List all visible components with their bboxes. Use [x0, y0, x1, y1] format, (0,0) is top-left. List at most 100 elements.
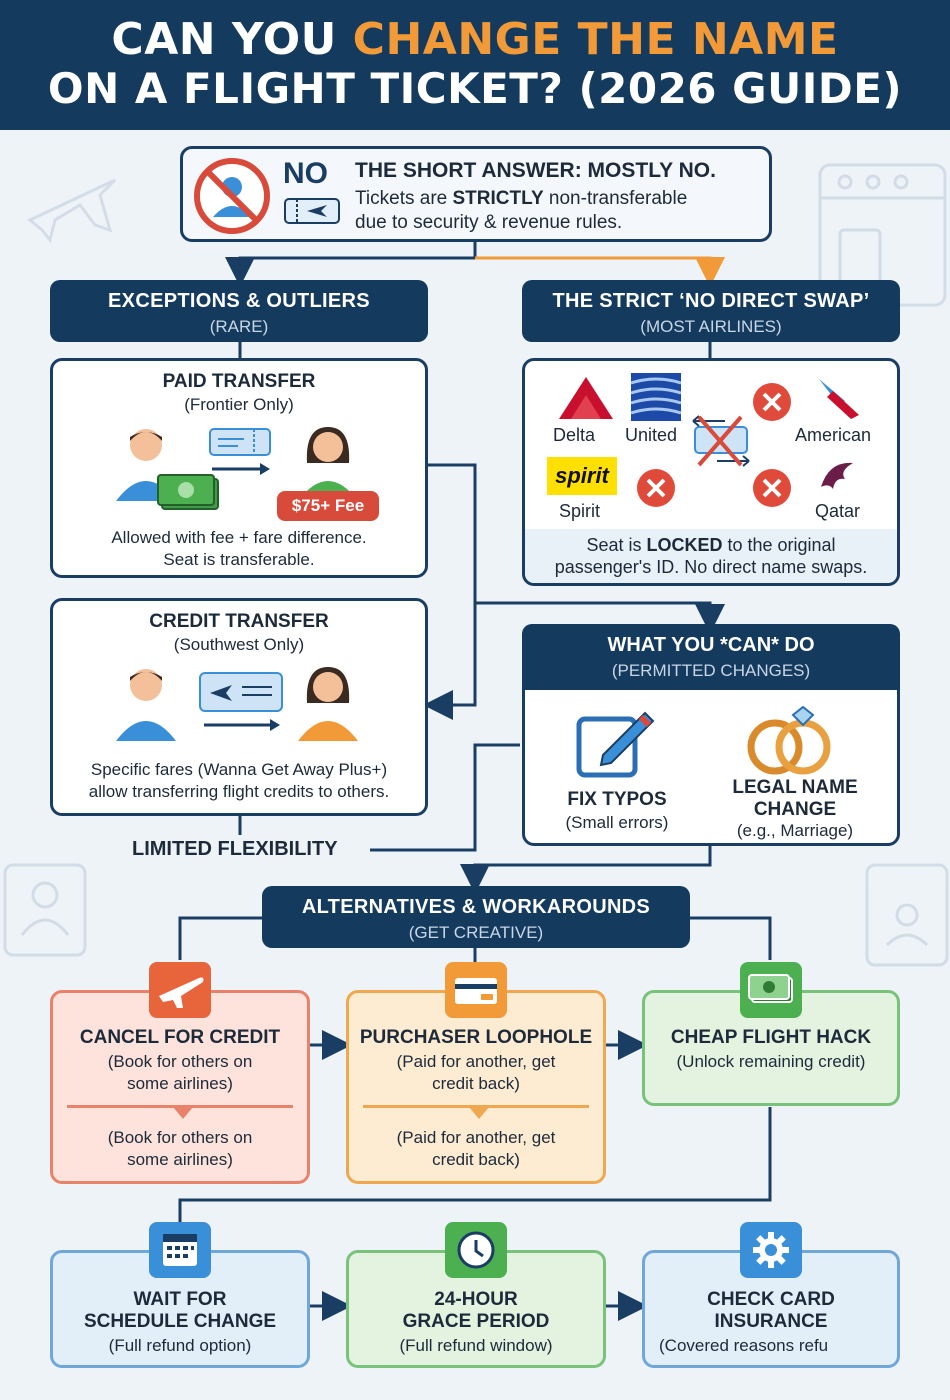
strict-line-2: passenger's ID. No direct name swaps.: [554, 557, 868, 577]
person-male-icon: [116, 669, 176, 741]
x-icon: [637, 469, 675, 507]
exceptions-title: EXCEPTIONS & OUTLIERS: [108, 290, 370, 312]
money-badge: [740, 962, 802, 1018]
money-icon: [748, 974, 793, 1003]
wait-schedule-title-2: SCHEDULE CHANGE: [83, 1311, 277, 1332]
no-badge: NO: [283, 157, 328, 190]
plane-icon: [159, 977, 204, 1008]
cancel-for-credit-title: CANCEL FOR CREDIT: [79, 1027, 281, 1048]
purchaser-loophole-card: PURCHASER LOOPHOLE (Paid for another, ge…: [346, 990, 606, 1184]
header-line-2: ON A FLIGHT TICKET? (2026 GUIDE): [47, 64, 903, 113]
fix-typos-title: FIX TYPOS: [567, 789, 667, 810]
strict-subtitle: (MOST AIRLINES): [640, 317, 782, 336]
person-female-icon: [298, 667, 358, 741]
card-insurance-title-1: CHECK CARD: [707, 1289, 835, 1310]
delta-logo-icon: [559, 377, 613, 419]
grace-period-title-1: 24-HOUR: [434, 1289, 518, 1310]
cancel-for-credit-sub-2: some airlines): [127, 1074, 233, 1093]
airline-delta: Delta: [553, 425, 596, 445]
strict-card: Delta United American spirit Spirit Qata…: [522, 358, 900, 586]
cancel-for-credit-sub-1: (Book for others on: [107, 1052, 253, 1071]
purchaser-loophole-sub-3: (Paid for another, get: [396, 1128, 556, 1147]
x-icon: [753, 383, 791, 421]
strict-header: THE STRICT ‘NO DIRECT SWAP’ (MOST AIRLIN…: [522, 280, 900, 342]
credit-transfer-subtitle: (Southwest Only): [173, 635, 305, 654]
purchaser-loophole-sub-1: (Paid for another, get: [396, 1052, 556, 1071]
credit-transfer-line-2: allow transferring flight credits to oth…: [88, 782, 390, 801]
can-do-title: WHAT YOU *CAN* DO: [607, 634, 815, 656]
strict-title: THE STRICT ‘NO DIRECT SWAP’: [552, 290, 870, 312]
pencil-icon: [576, 711, 655, 778]
short-answer-line-1: Tickets are STRICTLY non-transferable: [355, 188, 688, 209]
legal-name-sub: (e.g., Marriage): [736, 821, 854, 840]
exceptions-header: EXCEPTIONS & OUTLIERS (RARE): [50, 280, 428, 342]
spirit-logo: spirit: [547, 457, 617, 495]
check-card-insurance-card: CHECK CARD INSURANCE (Covered reasons re…: [642, 1250, 900, 1368]
money-icon: [157, 474, 219, 510]
swap-crossed-icon: [692, 415, 750, 467]
bg-id-icon: [3, 863, 87, 957]
short-answer-card: NO THE SHORT ANSWER: MOSTLY NO. Tickets …: [180, 146, 772, 242]
paid-transfer-line-2: Seat is transferable.: [163, 550, 315, 569]
fee-badge: $75+ Fee: [277, 491, 379, 521]
divider: [363, 1105, 589, 1108]
header-line-1: CAN YOU CHANGE THE NAME: [111, 14, 839, 65]
credit-transfer-line-1: Specific fares (Wanna Get Away Plus+): [90, 760, 388, 779]
exceptions-subtitle: (RARE): [209, 317, 269, 336]
fix-typos-sub: (Small errors): [565, 813, 669, 832]
x-icon: [753, 469, 791, 507]
cancel-for-credit-card: CANCEL FOR CREDIT (Book for others on so…: [50, 990, 310, 1184]
short-answer-title: THE SHORT ANSWER: MOSTLY NO.: [355, 159, 716, 182]
divider: [67, 1105, 293, 1108]
cancel-for-credit-sub-4: some airlines): [127, 1150, 233, 1169]
card-insurance-title-2: INSURANCE: [714, 1311, 828, 1332]
alternatives-title: ALTERNATIVES & WORKAROUNDS: [301, 896, 651, 918]
paid-transfer-subtitle: (Frontier Only): [184, 395, 294, 414]
grace-period-title-2: GRACE PERIOD: [402, 1311, 550, 1332]
cancel-for-credit-sub-3: (Book for others on: [107, 1128, 253, 1147]
can-do-card: WHAT YOU *CAN* DO (PERMITTED CHANGES) FI…: [522, 624, 900, 846]
grace-period-sub: (Full refund window): [399, 1336, 553, 1355]
ticket-icon: [284, 198, 340, 224]
strict-line-1: Seat is LOCKED to the original: [586, 535, 836, 555]
alternatives-header: ALTERNATIVES & WORKAROUNDS (GET CREATIVE…: [262, 886, 690, 948]
limited-flexibility-label: LIMITED FLEXIBILITY: [132, 838, 338, 860]
can-do-header: WHAT YOU *CAN* DO (PERMITTED CHANGES): [522, 624, 900, 690]
gear-badge: [740, 1222, 802, 1278]
cheap-flight-hack-sub: (Unlock remaining credit): [676, 1052, 866, 1071]
purchaser-loophole-title: PURCHASER LOOPHOLE: [359, 1027, 593, 1048]
credit-transfer-card: CREDIT TRANSFER (Southwest Only) Specifi…: [50, 598, 428, 816]
wait-schedule-sub: (Full refund option): [108, 1336, 252, 1355]
american-logo-icon: [819, 379, 859, 419]
gear-icon: [753, 1232, 789, 1268]
ticket-transfer-icon: [209, 428, 271, 475]
airline-spirit: Spirit: [559, 501, 601, 521]
bg-scan-icon: [865, 863, 949, 967]
paid-transfer-title: PAID TRANSFER: [162, 371, 316, 392]
card-badge: [445, 962, 507, 1018]
airline-united: United: [625, 425, 678, 445]
bg-plane-icon: [27, 178, 117, 244]
united-logo-icon: [630, 373, 682, 421]
legal-name-title-1: LEGAL NAME: [732, 777, 858, 798]
airline-american: American: [795, 425, 872, 445]
short-answer-line-2: due to security & revenue rules.: [355, 212, 623, 233]
header-highlight: CHANGE THE NAME: [352, 14, 839, 65]
alternatives-subtitle: (GET CREATIVE): [408, 923, 544, 942]
rings-icon: [747, 705, 831, 775]
wait-schedule-title-1: WAIT FOR: [133, 1289, 227, 1310]
no-person-icon: [194, 158, 270, 234]
purchaser-loophole-sub-4: credit back): [432, 1150, 520, 1169]
card-insurance-sub: (Covered reasons refu: [659, 1336, 829, 1355]
cheap-flight-hack-title: CHEAP FLIGHT HACK: [670, 1027, 872, 1048]
clock-icon: [457, 1231, 495, 1269]
paid-transfer-card: PAID TRANSFER (Frontier Only) $75+ Fee A…: [50, 358, 428, 578]
purchaser-loophole-sub-2: credit back): [432, 1074, 520, 1093]
can-do-subtitle: (PERMITTED CHANGES): [611, 661, 811, 680]
paid-transfer-line-1: Allowed with fee + fare difference.: [111, 528, 367, 547]
clock-badge: [445, 1222, 507, 1278]
calendar-badge: [149, 1222, 211, 1278]
plane-badge: [149, 962, 211, 1018]
flight-credit-icon: [199, 672, 283, 731]
